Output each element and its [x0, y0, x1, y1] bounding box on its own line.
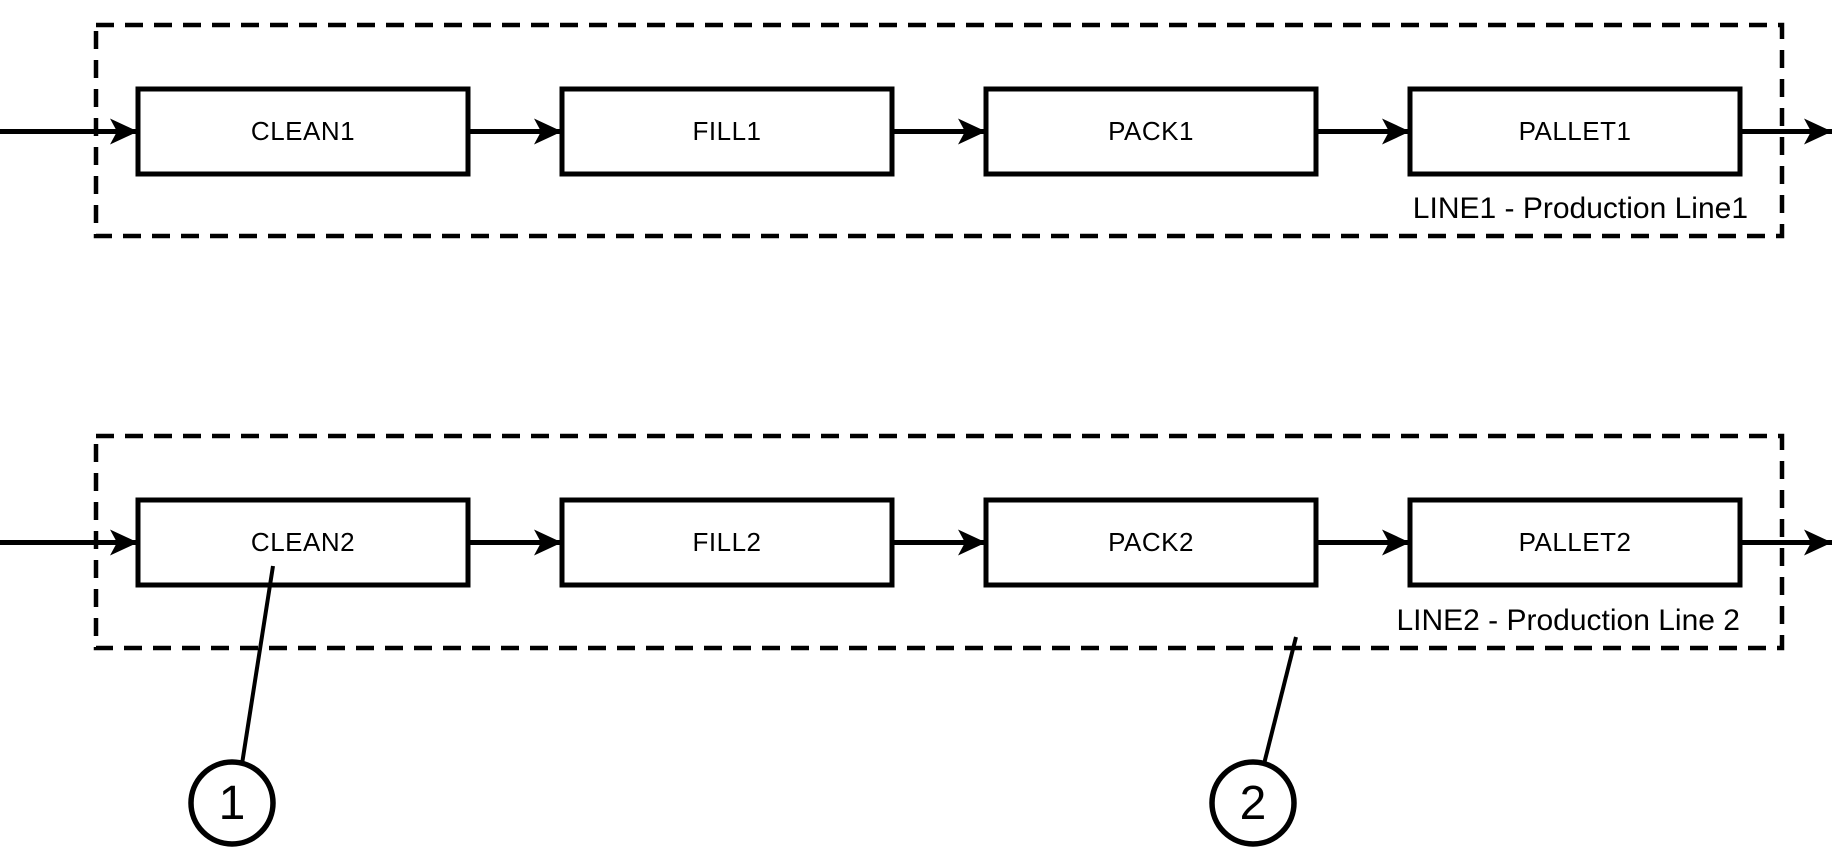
station-box-clean1 [135, 86, 471, 177]
station-label-pallet2: PALLET2 [1518, 527, 1632, 557]
callout-2-leader-line [1262, 636, 1298, 765]
callout-2-number: 2 [1239, 776, 1267, 830]
station-box-pack1 [983, 86, 1319, 177]
station-label-clean1: CLEAN1 [250, 116, 356, 146]
station-label-pack1: PACK1 [1108, 116, 1194, 146]
station-label-pack2: PACK2 [1108, 527, 1194, 557]
station-label-fill1: FILL1 [692, 116, 762, 146]
station-box-pack2 [983, 497, 1319, 588]
station-box-clean2 [135, 497, 471, 588]
line1-boundary-label: LINE1 - Production Line1 [1412, 192, 1748, 225]
station-box-fill1 [559, 86, 895, 177]
station-label-fill2: FILL2 [692, 527, 762, 557]
line2-boundary-label: LINE2 - Production Line 2 [1396, 604, 1740, 637]
callout-2-circle [1209, 759, 1297, 847]
callout-1-circle [188, 759, 276, 847]
station-label-pallet1: PALLET1 [1518, 116, 1632, 146]
station-label-clean2: CLEAN2 [250, 527, 356, 557]
station-box-fill2 [559, 497, 895, 588]
station-box-pallet2 [1407, 497, 1743, 588]
callout-1-number: 1 [218, 776, 246, 830]
station-box-pallet1 [1407, 86, 1743, 177]
callout-1-leader-line [240, 565, 275, 765]
